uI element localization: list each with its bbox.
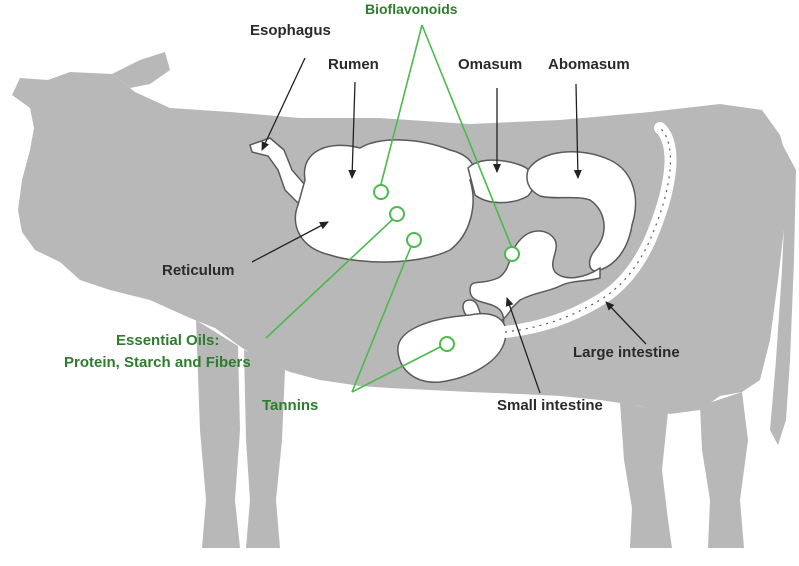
rumen-reticulum-shape — [295, 140, 474, 262]
marker-tannins-cecum — [440, 337, 454, 351]
label-large-intestine: Large intestine — [573, 344, 680, 362]
label-essential-oils-detail: Protein, Starch and Fibers — [64, 354, 251, 372]
marker-bioflavonoids-rumen — [374, 185, 388, 199]
marker-tannins-rumen — [407, 233, 421, 247]
label-bioflavonoids: Bioflavonoids — [365, 0, 458, 18]
label-small-intestine: Small intestine — [497, 397, 603, 415]
label-essential-oils-title: Essential Oils: — [116, 332, 219, 350]
cow-silhouette — [12, 52, 796, 548]
marker-essential-oils — [390, 207, 404, 221]
label-reticulum: Reticulum — [162, 262, 235, 280]
label-rumen: Rumen — [328, 56, 379, 74]
omasum-shape — [468, 160, 534, 203]
label-abomasum: Abomasum — [548, 56, 630, 74]
label-omasum: Omasum — [458, 56, 522, 74]
label-tannins: Tannins — [262, 397, 318, 415]
marker-bioflavonoids-abomasum — [505, 247, 519, 261]
label-esophagus: Esophagus — [250, 22, 331, 40]
